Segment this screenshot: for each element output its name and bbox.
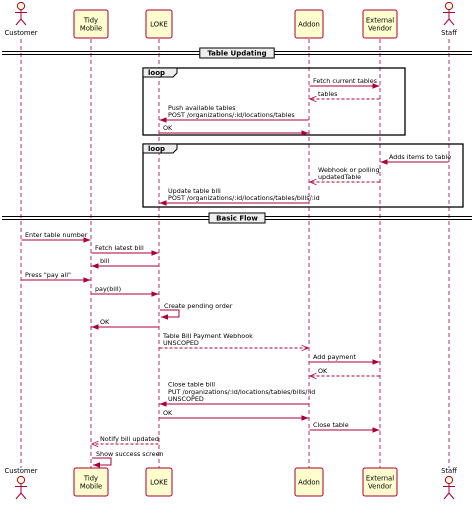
message: tables — [309, 90, 380, 99]
section-label: Basic Flow — [216, 215, 258, 223]
message-label: Create pending order — [164, 302, 233, 310]
message-label: Update table bill — [168, 187, 221, 195]
participant-loke-top: LOKE — [145, 9, 173, 39]
message-label: Fetch latest bill — [95, 244, 144, 252]
section-separator: Basic Flow — [2, 212, 472, 224]
participant-addon-bottom: Addon — [294, 467, 324, 497]
message-arrow — [92, 457, 112, 468]
participant-label-addon: Addon — [298, 20, 320, 28]
message-label: Notify bill updated — [100, 435, 159, 443]
message-label: Adds items to table — [389, 153, 451, 161]
actor-customer-top: Customer — [4, 1, 38, 37]
message-label: bill — [100, 257, 110, 265]
message: pay(bill) — [91, 285, 159, 297]
actor-customer-bottom: Customer — [4, 467, 38, 500]
message: Adds items to table — [380, 153, 451, 165]
section-separator: Table Updating — [2, 47, 472, 59]
message-label: Table Bill Payment Webhook — [162, 332, 253, 340]
participant-label-tidy: Mobile — [80, 483, 102, 491]
message: OK — [91, 318, 159, 330]
message-label: Close table — [313, 421, 349, 429]
message: OK — [309, 367, 380, 376]
loop-frame: loop — [142, 67, 406, 136]
message: Show success screen — [92, 450, 164, 468]
message-label: Webhook or polling — [318, 166, 380, 174]
participant-label-addon: Addon — [298, 478, 320, 486]
participant-label-staff: Staff — [441, 29, 457, 37]
message-label: POST /organizations/:id/locations/tables… — [168, 194, 320, 202]
participant-label-vendor: External — [366, 474, 394, 482]
message-label: OK — [318, 367, 328, 375]
loop-frame: loop — [142, 143, 464, 208]
loop-label: loop — [148, 145, 165, 153]
message: Press "pay all" — [21, 271, 91, 283]
message-label: Fetch current tables — [313, 77, 378, 85]
message: OK — [159, 124, 309, 136]
message: Create pending order — [160, 302, 233, 320]
participant-label-staff: Staff — [441, 467, 457, 475]
message-label: OK — [163, 124, 173, 132]
participant-label-vendor: External — [366, 16, 394, 24]
participant-label-tidy: Tidy — [83, 474, 98, 482]
message-label: Show success screen — [96, 450, 164, 458]
message-label: OK — [163, 409, 173, 417]
participant-label-customer: Customer — [4, 467, 37, 475]
message: Enter table number — [21, 231, 91, 243]
message: bill — [91, 257, 159, 269]
actor-staff-bottom: Staff — [441, 467, 457, 500]
message: Fetch current tables — [309, 77, 380, 89]
actor-staff-top: Staff — [441, 1, 457, 37]
participant-label-customer: Customer — [4, 29, 37, 37]
message-arrow — [160, 309, 180, 320]
message: Add payment — [309, 353, 380, 365]
message: OK — [159, 409, 309, 421]
message: Close table — [309, 421, 380, 433]
message-label: POST /organizations/:id/locations/tables — [168, 111, 295, 119]
message: Notify bill updated — [91, 435, 159, 444]
loop-label: loop — [148, 69, 165, 77]
message-label: UNSCOPED — [163, 339, 199, 347]
message-label: Close table bill — [168, 381, 215, 389]
message-label: tables — [318, 90, 338, 98]
message-label: Press "pay all" — [25, 271, 71, 279]
message-label: OK — [100, 318, 110, 326]
section-label: Table Updating — [207, 50, 266, 58]
participant-loke-bottom: LOKE — [145, 467, 173, 497]
message-label: pay(bill) — [95, 285, 121, 293]
message: Fetch latest bill — [91, 244, 159, 256]
message-label: UNSCOPED — [168, 395, 204, 403]
participant-label-loke: LOKE — [150, 478, 168, 486]
participant-addon-top: Addon — [294, 9, 324, 39]
message-label: PUT /organizations/:id/locations/tables/… — [168, 388, 315, 396]
participant-label-tidy: Mobile — [80, 25, 102, 33]
participant-label-vendor: Vendor — [368, 25, 392, 33]
message-label: updatedTable — [318, 173, 361, 181]
participant-label-loke: LOKE — [150, 20, 168, 28]
message-label: Add payment — [313, 353, 356, 361]
message-label: Enter table number — [25, 231, 88, 239]
message-label: Push available tables — [168, 104, 236, 112]
participant-label-vendor: Vendor — [368, 483, 392, 491]
participant-label-tidy: Tidy — [83, 16, 98, 24]
